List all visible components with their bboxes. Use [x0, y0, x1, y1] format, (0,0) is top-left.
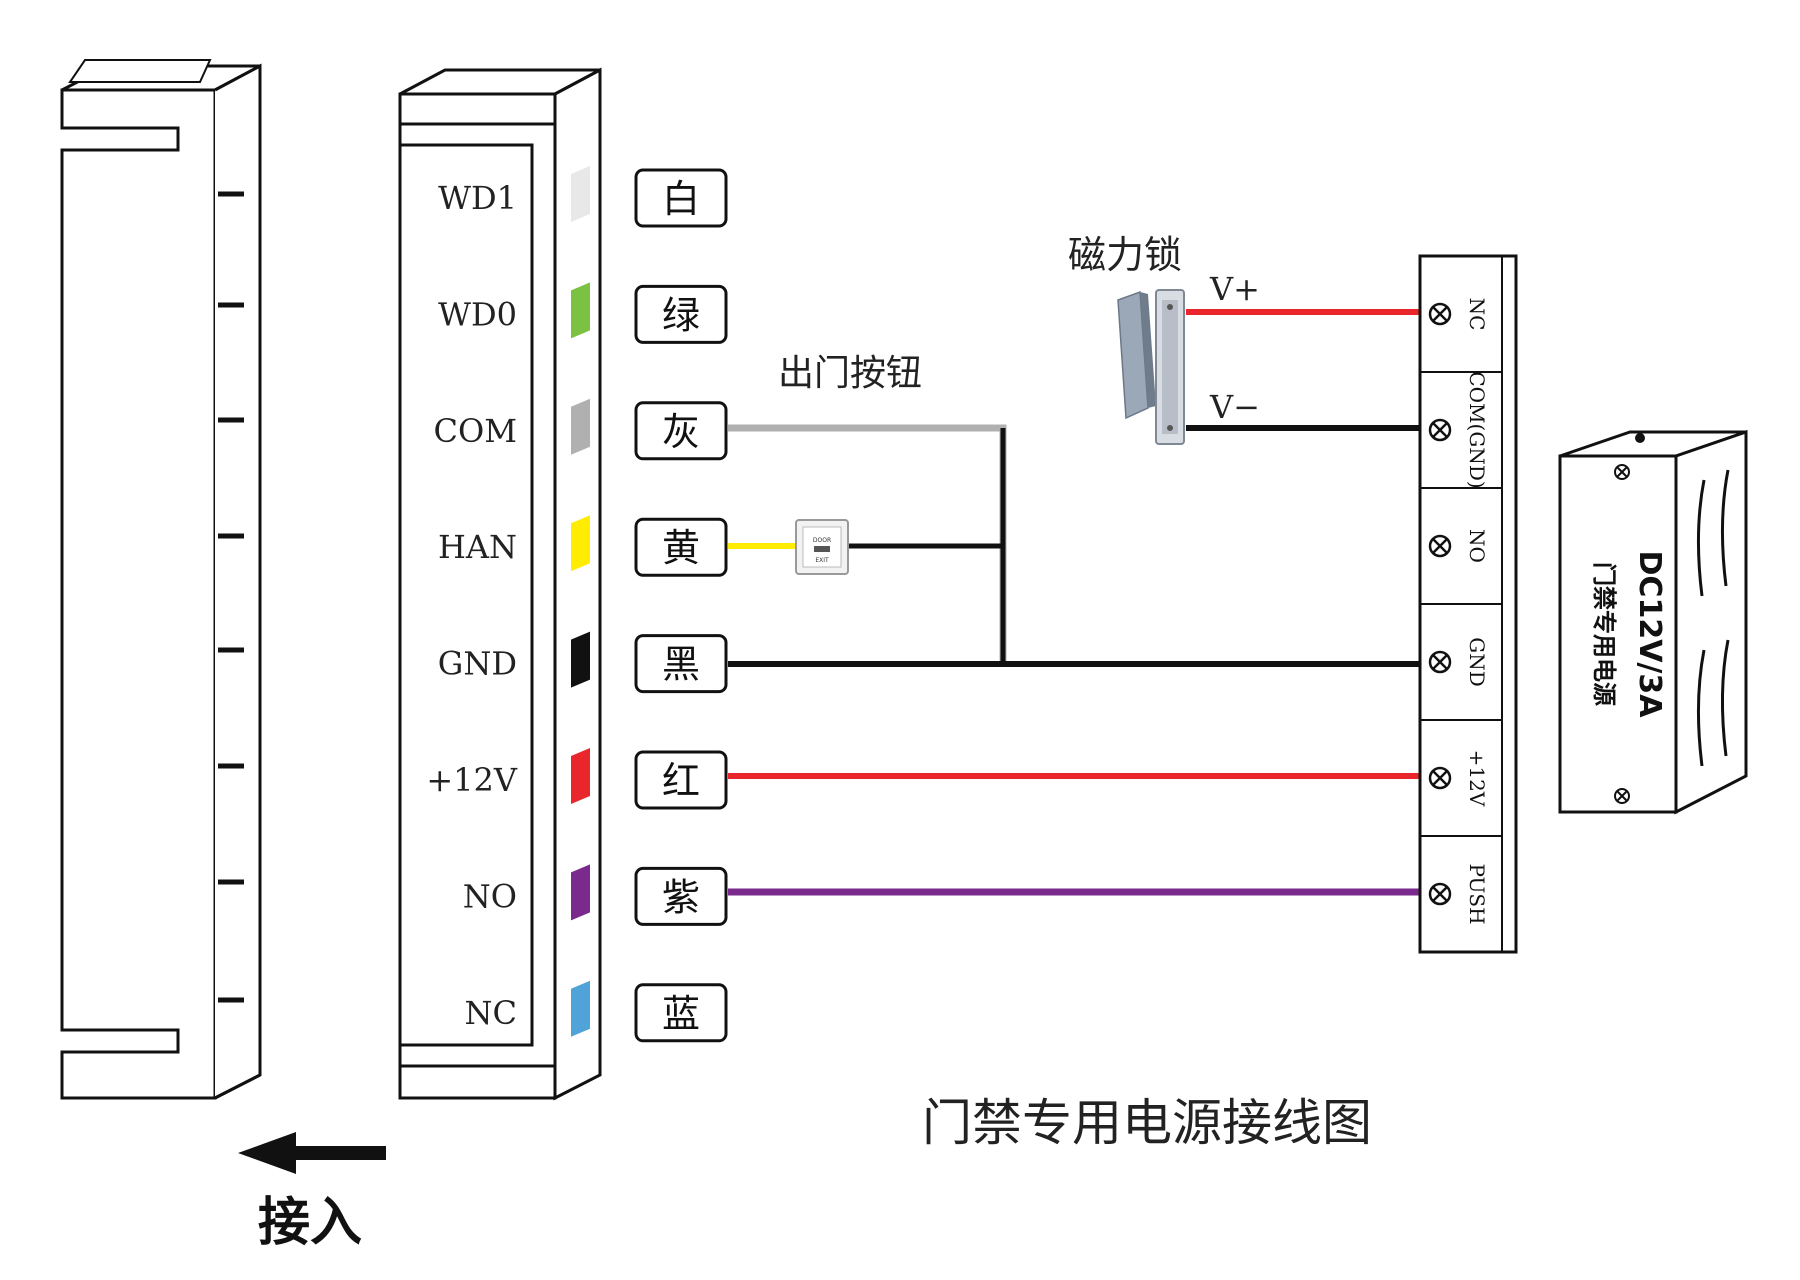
terminal-label-0: NC	[1465, 298, 1489, 331]
power-supply-screw-bottom	[1614, 788, 1630, 804]
wire-color-label-7: 蓝	[662, 992, 700, 1036]
wire-color-box-3	[634, 517, 728, 577]
reader-pin-chip-6	[571, 864, 590, 921]
terminal-screw-icon-1	[1428, 418, 1452, 442]
reader-pin-label-1: WD0	[438, 295, 517, 333]
maglock-icon	[1117, 289, 1185, 445]
terminal-label-1: COM(GND)	[1465, 371, 1489, 488]
exit-button-face-2: EXIT	[815, 557, 829, 564]
terminal-screw-icon-5	[1428, 882, 1452, 906]
power-supply-name: 门禁专用电源	[1590, 562, 1618, 706]
reader-pin-chip-2	[571, 398, 590, 455]
power-supply-vents	[1696, 469, 1730, 767]
reader-pin-chip-0	[571, 166, 590, 222]
terminal-screw-icon-3	[1428, 650, 1452, 674]
wire-color-label-2: 灰	[662, 410, 700, 454]
exit-button-icon: DOOR EXIT	[795, 519, 849, 575]
reader-pin-label-0: WD1	[438, 179, 517, 217]
terminal-screw-icon-2	[1428, 534, 1452, 558]
power-supply-box	[1558, 429, 1748, 815]
exit-button-title: 出门按钮	[778, 353, 922, 394]
wire-color-label-5: 红	[662, 759, 700, 803]
maglock-vminus: V−	[1209, 388, 1260, 426]
reader-pin-label-7: NC	[465, 994, 517, 1032]
wire-color-box-2	[634, 401, 728, 461]
terminal-cells: NC COM(GND) NO GND +12V PUSH	[1420, 298, 1502, 925]
mounting-bracket	[60, 59, 262, 1100]
terminal-label-4: +12V	[1465, 750, 1489, 807]
exit-button-face-1: DOOR	[813, 537, 831, 544]
power-supply-model: DC12V/3A	[1632, 551, 1667, 719]
wire-color-label-3: 黄	[662, 526, 700, 570]
reader-pin-chip-5	[571, 748, 590, 804]
reader-pin-label-6: NO	[463, 877, 517, 915]
reader-pin-label-3: HAN	[438, 528, 517, 566]
reader-pin-chip-4	[571, 631, 590, 688]
wire-color-box-7	[634, 983, 728, 1043]
maglock-vplus: V+	[1209, 270, 1260, 308]
wire-color-box-0	[634, 168, 728, 228]
reader-body	[398, 67, 602, 1101]
insert-arrow-icon	[238, 1132, 386, 1174]
terminal-screw-icon-0	[1428, 302, 1452, 326]
wire-color-label-1: 绿	[662, 293, 700, 337]
wire-color-box-5	[634, 750, 728, 810]
diagram-title: 门禁专用电源接线图	[922, 1094, 1372, 1152]
reader-pin-label-5: +12V	[426, 761, 518, 799]
reader-pins: WD1 白 WD0 绿 COM 灰 HAN 黄 GND 黑 +12V 红 NO 紫 NC 蓝	[426, 166, 728, 1043]
wire-color-box-1	[634, 284, 728, 344]
reader-pin-chip-3	[571, 515, 590, 572]
terminal-label-5: PUSH	[1465, 863, 1489, 924]
wire-color-box-6	[634, 866, 728, 926]
wire-color-label-6: 紫	[662, 875, 700, 919]
terminal-label-3: GND	[1465, 637, 1489, 687]
wire-color-box-4	[634, 634, 728, 694]
terminal-screw-icon-4	[1428, 766, 1452, 790]
reader-pin-label-2: COM	[434, 412, 517, 450]
wire-color-label-0: 白	[662, 177, 700, 221]
insert-label: 接入	[258, 1193, 362, 1253]
terminal-label-2: NO	[1465, 529, 1489, 563]
reader-pin-chip-7	[571, 980, 590, 1037]
reader-pin-chip-1	[571, 282, 590, 339]
wires	[728, 309, 1420, 896]
reader-pin-label-4: GND	[438, 645, 517, 683]
power-supply-screw-top	[1614, 464, 1630, 480]
wire-color-label-4: 黑	[662, 643, 700, 687]
maglock-title: 磁力锁	[1068, 233, 1182, 277]
